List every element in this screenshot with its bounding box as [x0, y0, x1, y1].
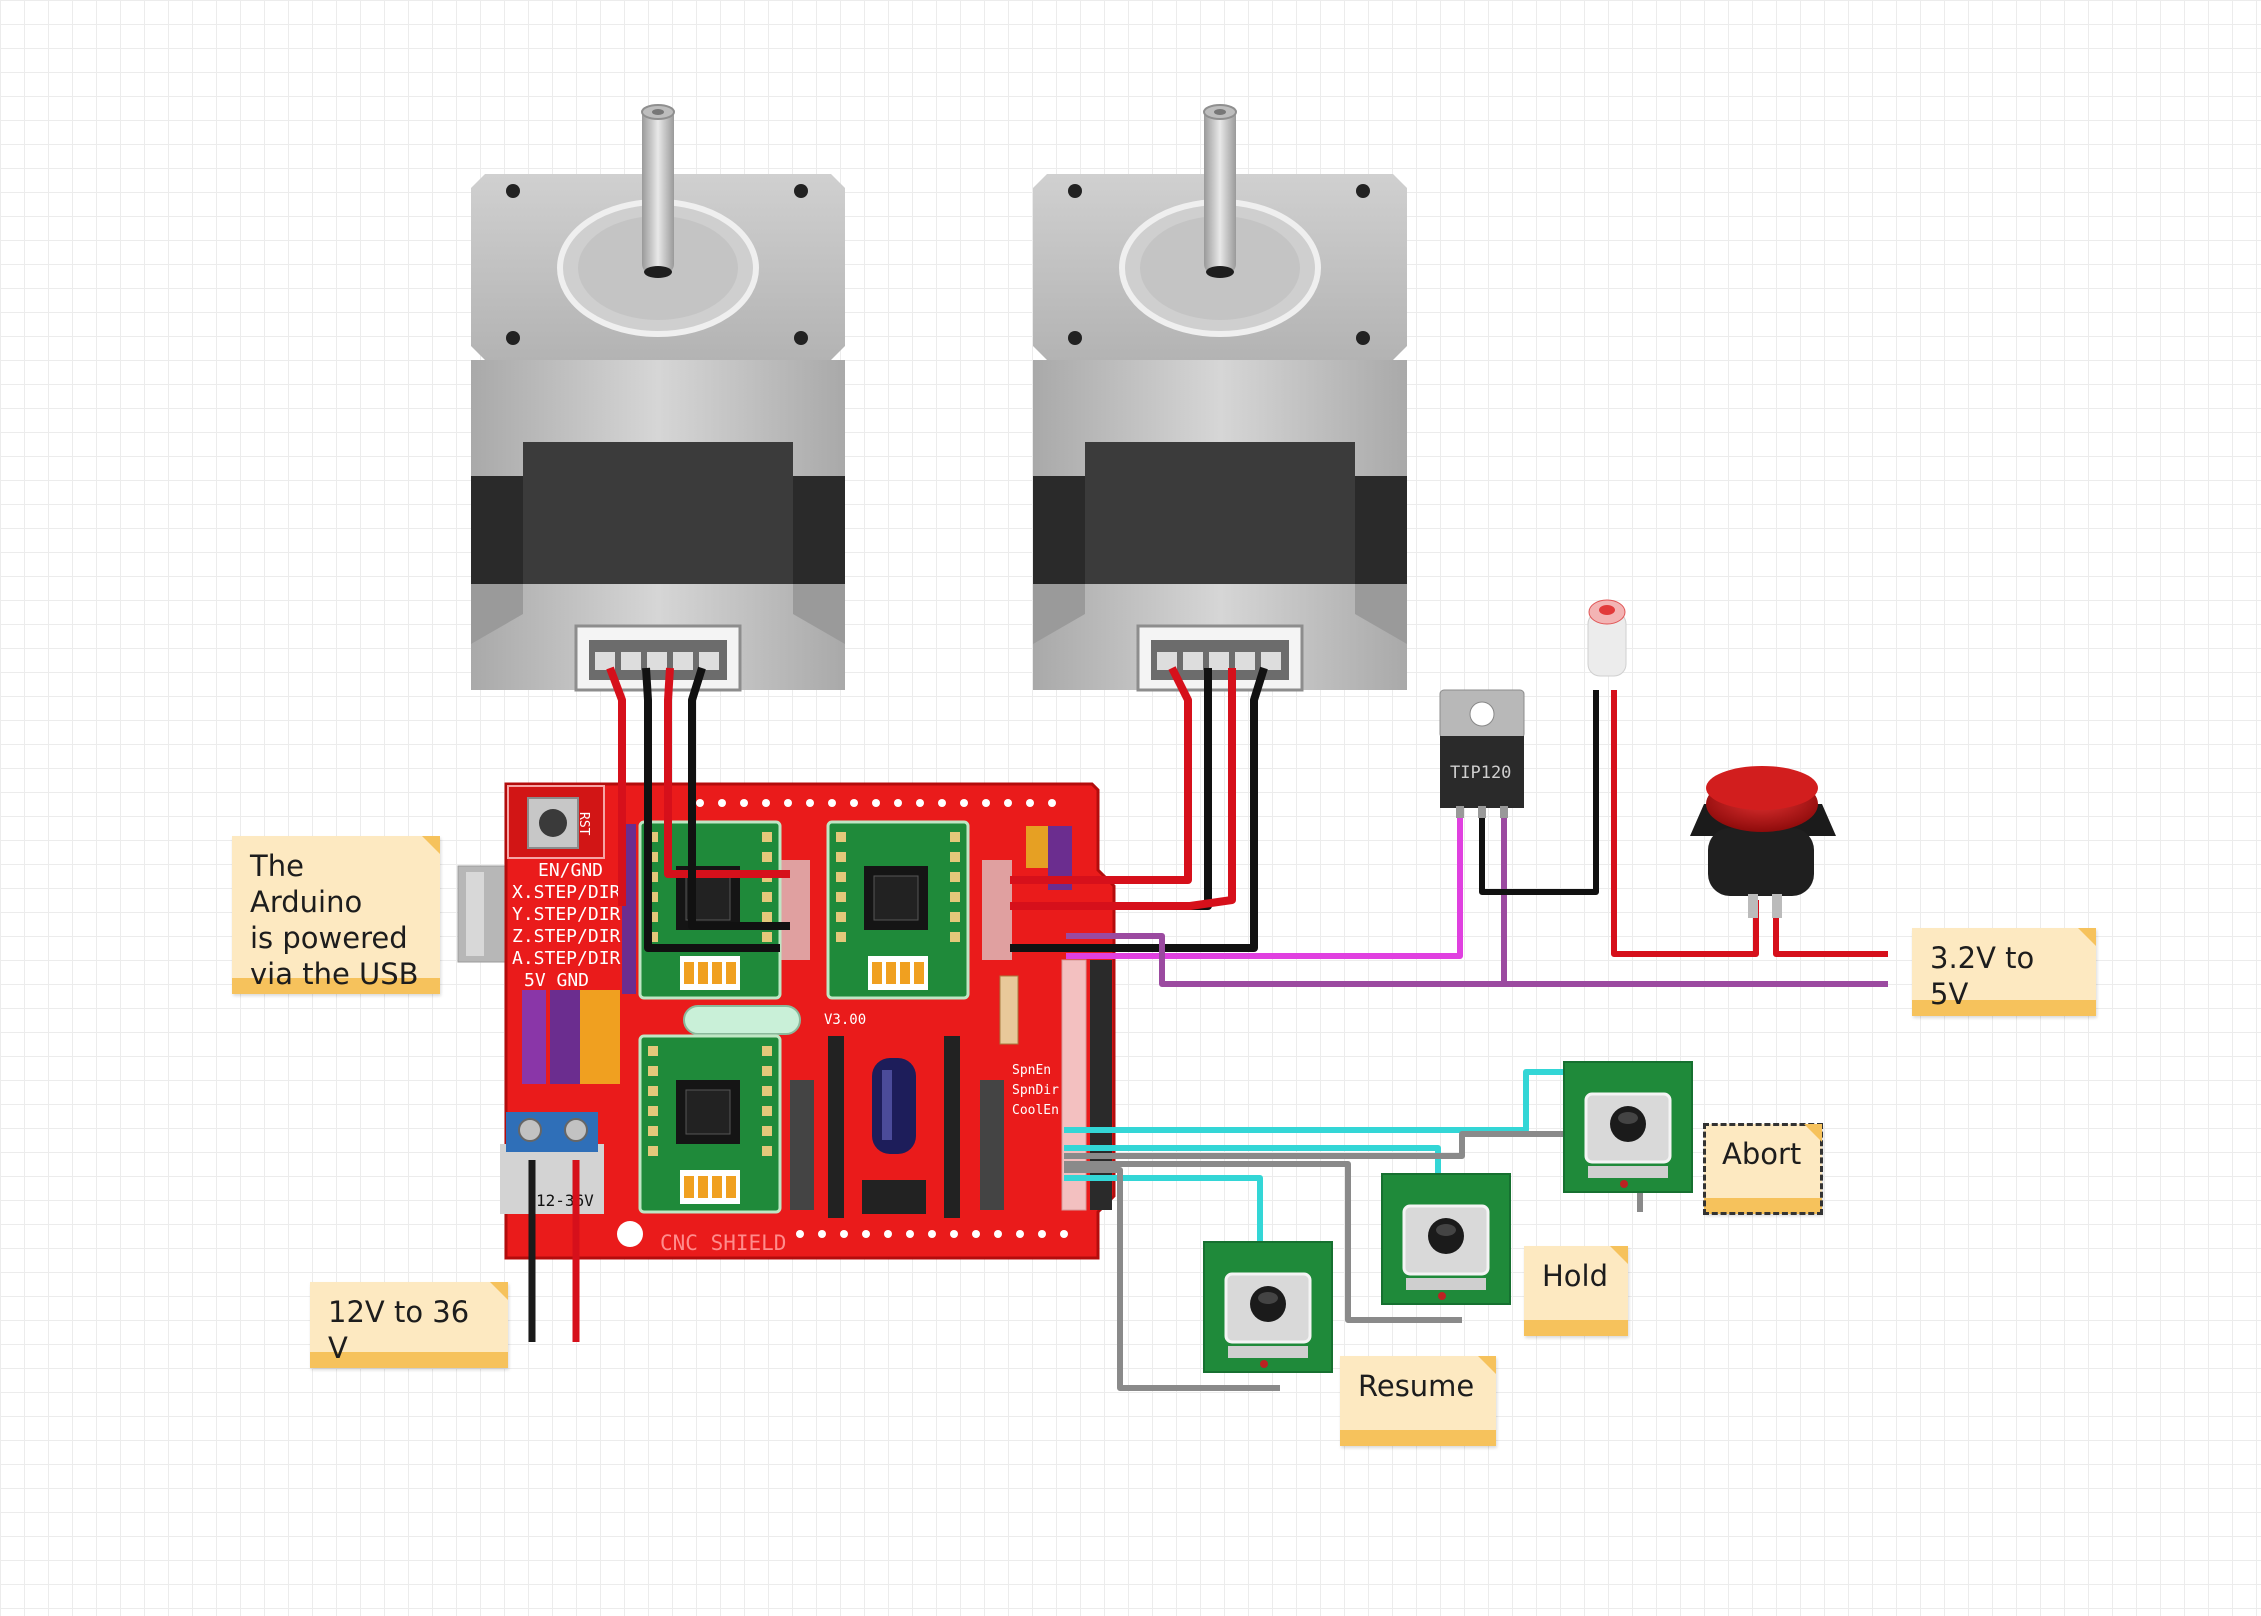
pin-label-x: X.STEP/DIR: [512, 882, 621, 903]
wire-magenta: [1066, 810, 1463, 959]
hold-button-icon[interactable]: [1380, 1172, 1512, 1306]
driver-y-icon: [826, 820, 970, 1000]
terminal-label: 12-36V: [536, 1191, 594, 1210]
wire-ground-abort: [1064, 1131, 1643, 1212]
abort-button-icon[interactable]: [1562, 1060, 1694, 1194]
driver-z-icon: [638, 1034, 782, 1214]
cnc-shield-board: RST EN/GND X.STEP/DIR Y.STEP/DIR Z.STEP/…: [500, 782, 1116, 1260]
motor-cables: [606, 666, 1268, 952]
label-coolen: CoolEn: [1012, 1103, 1059, 1118]
pin-label-y: Y.STEP/DIR: [512, 904, 621, 925]
wire-left-3: [664, 667, 790, 878]
wire-left-1: [606, 666, 626, 906]
board-title: CNC SHIELD: [660, 1231, 786, 1255]
wire-logic-plus: [1773, 900, 1888, 957]
wire-left-4: [688, 666, 790, 930]
pin-label-en: EN/GND: [538, 860, 603, 881]
resistor: [999, 975, 1019, 1045]
note-hold[interactable]: Hold: [1524, 1246, 1628, 1336]
label-spnen: SpnEn: [1012, 1063, 1051, 1078]
version-label: V3.00: [824, 1012, 866, 1028]
note-abort[interactable]: Abort: [1703, 1123, 1823, 1215]
note-logic-voltage[interactable]: 3.2V to 5V: [1912, 928, 2096, 1016]
label-spndir: SpnDir: [1012, 1083, 1059, 1098]
stepper-motor-left-icon: [471, 105, 845, 690]
wire-led-cathode: [1479, 690, 1599, 895]
wire-led-anode: [1611, 690, 1759, 957]
logic-wires: [1064, 690, 1888, 1391]
wire-resume: [1064, 1175, 1263, 1254]
wire-right-4: [1010, 666, 1268, 952]
supply-leads: [528, 1160, 580, 1342]
transistor-label: TIP120: [1450, 763, 1511, 783]
wire-abort: [1064, 1069, 1638, 1133]
note-supply-voltage[interactable]: 12V to 36 V: [310, 1282, 508, 1368]
mushroom-button-icon[interactable]: [1690, 766, 1836, 918]
wire-purple: [1066, 933, 1888, 987]
terminal-block: [500, 1144, 604, 1214]
reset-label: RST: [576, 812, 591, 836]
wire-right-3: [1010, 668, 1236, 910]
transistor-icon: TIP120: [1439, 689, 1525, 818]
wire-ground-hold: [1064, 1161, 1462, 1323]
capacitor: [872, 1058, 916, 1154]
wire-left-2: [642, 667, 780, 952]
note-resume[interactable]: Resume: [1340, 1356, 1496, 1446]
stepper-motor-right-icon: [1033, 105, 1407, 690]
note-arduino-power[interactable]: The Arduino is powered via the USB: [232, 836, 440, 994]
pin-label-z: Z.STEP/DIR: [512, 926, 621, 947]
driver-x-icon: [638, 820, 782, 1000]
wire-ground-resume: [1064, 1167, 1280, 1391]
crystal-component: [683, 1005, 801, 1035]
pin-label-5v: 5V GND: [524, 970, 589, 991]
resume-button-icon[interactable]: [1202, 1240, 1334, 1374]
pin-label-a: A.STEP/DIR: [512, 948, 621, 969]
wire-right-1: [1010, 666, 1192, 884]
led-icon: [1587, 599, 1627, 677]
mounting-hole: [617, 1221, 643, 1247]
